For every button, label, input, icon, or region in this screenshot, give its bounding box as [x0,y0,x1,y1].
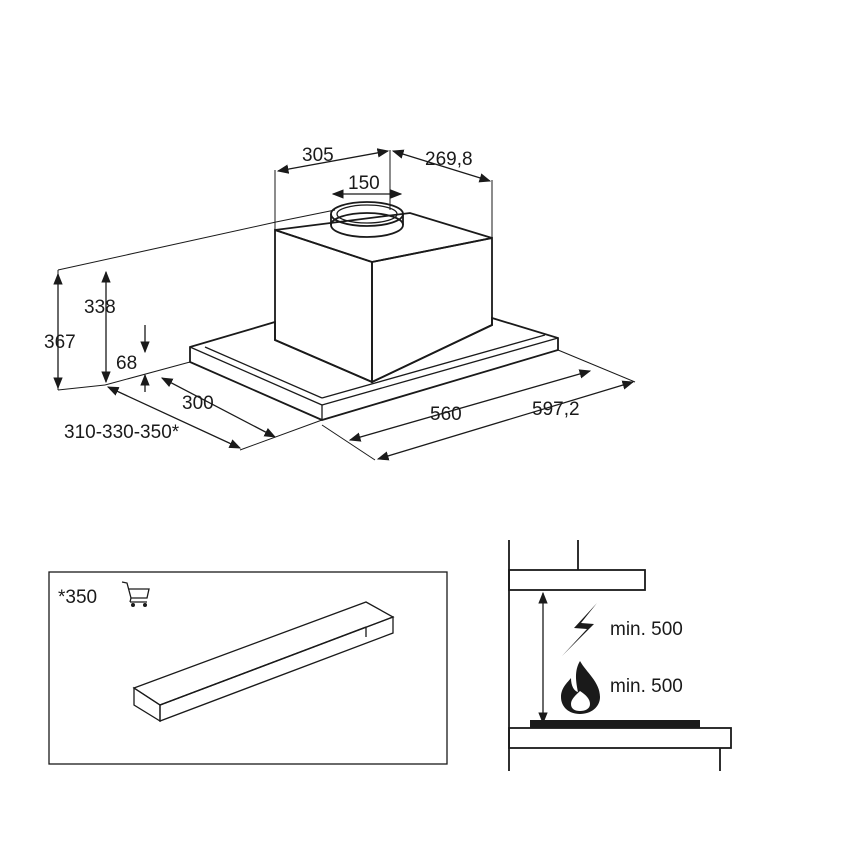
label-height-canopy: 68 [116,353,137,374]
worktop-section [508,727,732,749]
cart-icon [121,581,150,607]
filter-profile-drawing [132,601,395,723]
wall-top-line [57,221,277,271]
accessory-label: *350 [58,587,97,608]
chimney-box [274,212,493,384]
label-electric-clearance: min. 500 [610,619,683,640]
accessory-panel: *350 [48,571,448,765]
lightning-icon [562,603,597,656]
flame-icon [561,661,600,714]
dim-line-597 [376,380,635,461]
dim-line-305 [276,148,390,174]
label-outlet-diameter: 150 [348,173,380,194]
hood-drawing: 305 269,8 150 367 338 68 300 310-330-350… [44,145,636,461]
label-width-total: 597,2 [532,399,580,420]
hob-plate [530,720,700,728]
accessory-frame [48,571,448,765]
label-depth-options: 310-330-350* [64,422,180,443]
clearance-diagram: min. 500 min. 500 [508,540,732,771]
label-height-total: 367 [44,332,76,353]
label-chimney-width: 269,8 [425,149,473,170]
label-depth-canopy: 300 [182,393,214,414]
outlet-collar [330,201,404,238]
label-width-inner: 560 [430,404,462,425]
dim-line-269 [391,149,492,183]
dim-line-depth [106,386,242,449]
label-height-chimney: 338 [84,297,116,318]
canopy [189,316,559,421]
label-gas-clearance: min. 500 [610,676,683,697]
wall-top-line-ext [275,209,336,223]
label-chimney-depth: 305 [302,145,334,166]
hood-section [508,569,646,591]
